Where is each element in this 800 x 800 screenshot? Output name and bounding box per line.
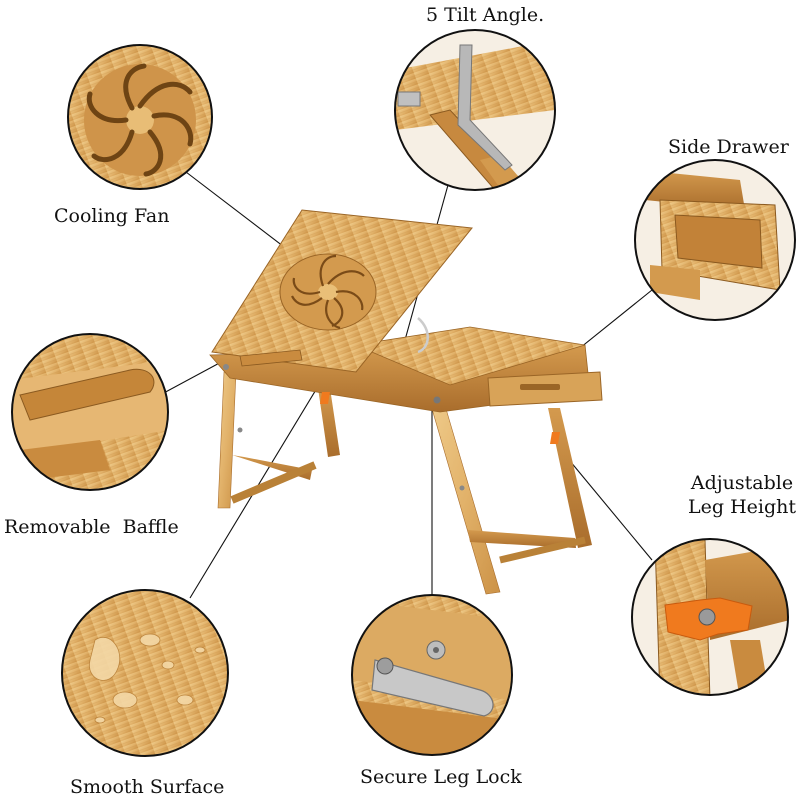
label-adjustable-leg-height: Adjustable Leg Height bbox=[684, 472, 800, 520]
leg-lock-closeup bbox=[351, 594, 513, 756]
leg-knob-closeup bbox=[631, 538, 789, 696]
label-side-drawer: Side Drawer bbox=[668, 136, 789, 158]
side-drawer-closeup bbox=[634, 159, 796, 321]
label-adjustable-line1: Adjustable bbox=[690, 472, 794, 494]
water-drops-closeup bbox=[61, 589, 229, 757]
laptop-table bbox=[209, 209, 603, 595]
label-cooling-fan: Cooling Fan bbox=[54, 205, 170, 227]
label-smooth-surface: Smooth Surface bbox=[70, 776, 225, 798]
leader-line-leg bbox=[564, 454, 653, 561]
baffle-closeup bbox=[11, 333, 169, 491]
label-removable-baffle: Removable Baffle bbox=[4, 516, 179, 538]
cooling-fan-closeup bbox=[67, 44, 213, 190]
tilt-stand-closeup bbox=[394, 29, 556, 191]
label-adjustable-line2: Leg Height bbox=[688, 495, 796, 518]
leader-line-baffle bbox=[159, 359, 226, 396]
label-secure-leg-lock: Secure Leg Lock bbox=[360, 766, 522, 788]
label-tilt-angle: 5 Tilt Angle. bbox=[426, 4, 545, 26]
